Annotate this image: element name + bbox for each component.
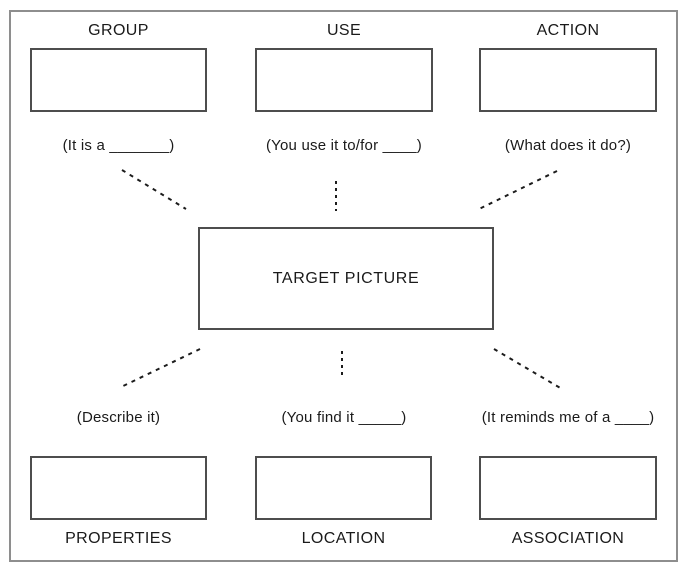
node-prompt-group: (It is a _______) [62, 137, 175, 154]
node-prompt-use: (You use it to/for ____) [265, 137, 422, 154]
node-title-properties: PROPERTIES [65, 530, 172, 547]
node-prompt-properties: (Describe it) [76, 409, 161, 426]
node-prompt-association: (It reminds me of a ____) [481, 409, 655, 426]
node-box-group [30, 48, 207, 112]
diagram-border [9, 10, 678, 562]
target-picture-box: TARGET PICTURE [198, 227, 494, 330]
target-picture-label: TARGET PICTURE [272, 269, 420, 287]
node-prompt-action: (What does it do?) [504, 137, 632, 154]
node-box-use [255, 48, 433, 112]
node-title-action: ACTION [536, 22, 600, 39]
node-box-action [479, 48, 657, 112]
node-title-location: LOCATION [301, 530, 386, 547]
node-title-association: ASSOCIATION [511, 530, 625, 547]
node-title-use: USE [326, 22, 362, 39]
node-box-properties [30, 456, 207, 520]
node-title-group: GROUP [88, 22, 149, 39]
node-box-association [479, 456, 657, 520]
node-prompt-location: (You find it _____) [281, 409, 407, 426]
node-box-location [255, 456, 432, 520]
